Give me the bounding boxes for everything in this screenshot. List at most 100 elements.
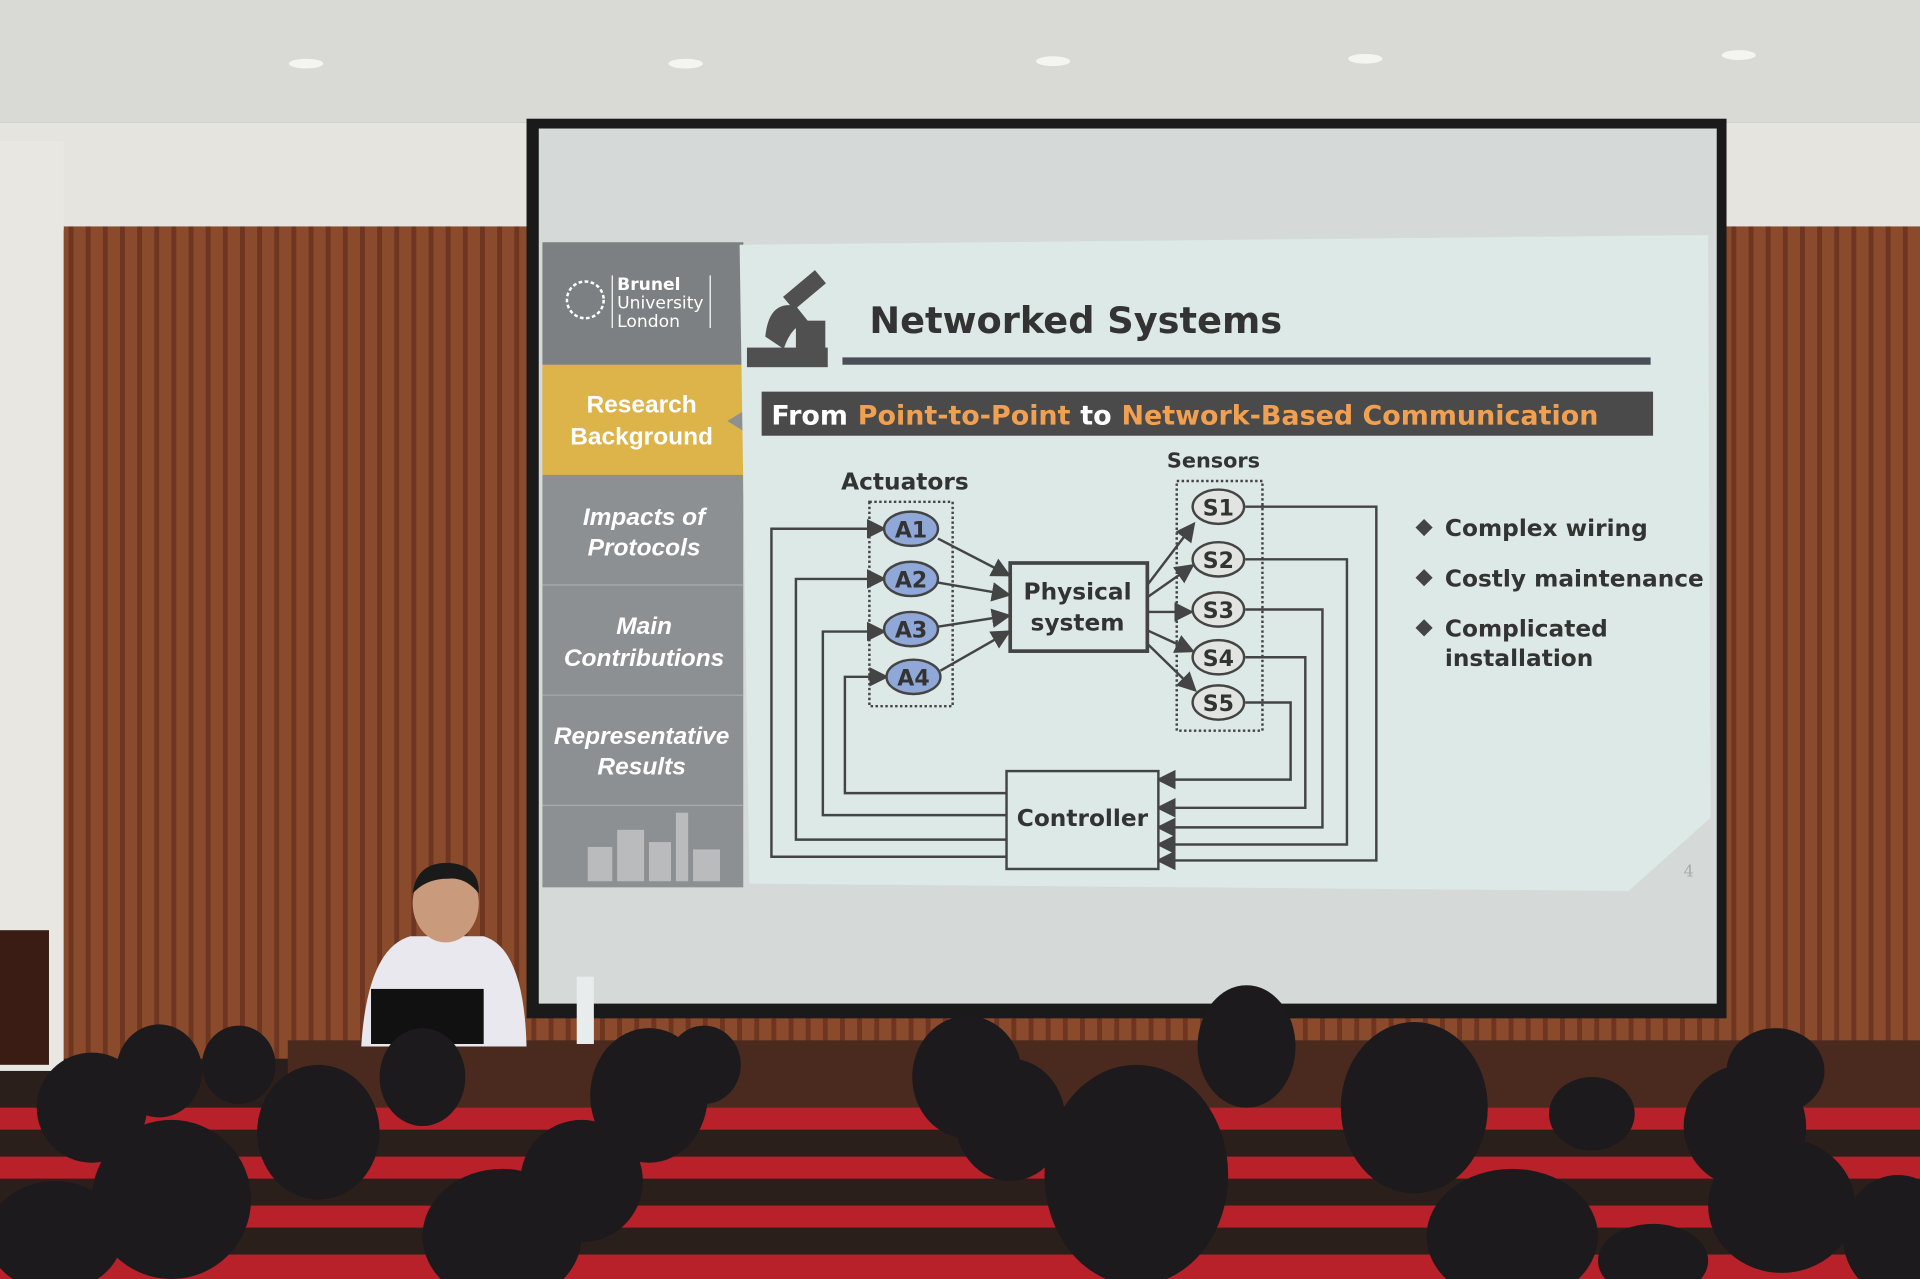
- scene-shape: [795, 320, 826, 358]
- actuator-nodes: A1 A2 A3 A4: [882, 510, 942, 696]
- bullet-text: Complicated: [1445, 615, 1608, 642]
- bullet-text: Costly maintenance: [1445, 565, 1704, 592]
- scene-shape: [1708, 1138, 1856, 1273]
- scene-shape: [587, 846, 613, 882]
- controller-box: [1005, 769, 1160, 871]
- scene-shape: [939, 630, 1012, 672]
- page-number: 4: [1684, 861, 1694, 880]
- scene-shape: [91, 1119, 252, 1279]
- sidebar-label: Representative: [554, 723, 729, 750]
- scene-shape: [1155, 608, 1324, 838]
- scene-shape: [1726, 1028, 1825, 1114]
- scene-shape: [412, 862, 479, 894]
- sensor-s5: S5: [1203, 692, 1234, 717]
- actuator-group-box: [868, 500, 954, 708]
- scene-shape: [1155, 505, 1378, 871]
- scene-shape: [1155, 558, 1349, 855]
- slide-title: Networked Systems: [869, 299, 1282, 342]
- sidebar-item-contributions[interactable]: [542, 587, 738, 692]
- scene-shape: [520, 1119, 643, 1243]
- scene-shape: [1721, 50, 1756, 60]
- scene-shape: [1340, 1021, 1488, 1194]
- sensor-s1: S1: [1203, 496, 1234, 521]
- sidebar-item-results[interactable]: [542, 698, 738, 803]
- active-pointer-icon: [727, 411, 744, 431]
- scene-shape: Brunel: [617, 275, 680, 295]
- scene-shape: [955, 1058, 1066, 1182]
- scene-shape: [821, 621, 1007, 817]
- scene-shape: University: [617, 293, 703, 313]
- bullet-list: Complex wiring Costly maintenance Compli…: [1415, 515, 1704, 672]
- actuator-a3: A3: [895, 619, 927, 644]
- scene-shape: [1348, 53, 1383, 64]
- sidebar-label: Main: [616, 613, 672, 640]
- actuator-a1: A1: [895, 518, 927, 543]
- scene-shape: [765, 305, 811, 349]
- scene-shape: [1426, 1168, 1598, 1279]
- scene-shape: [1191, 540, 1246, 578]
- scene-shape: [0, 1181, 123, 1279]
- scene-shape: Physical: [1024, 579, 1132, 606]
- sensor-s4: S4: [1203, 647, 1234, 672]
- scene-shape: [1155, 701, 1292, 790]
- scene-shape: Controller: [1017, 805, 1149, 832]
- scene-shape: [1146, 564, 1195, 599]
- sensor-s3: S3: [1203, 599, 1234, 624]
- scene-shape: [885, 658, 942, 696]
- scene-shape: [1146, 521, 1196, 586]
- microscope-icon: [746, 270, 828, 368]
- scene-shape: [379, 1028, 466, 1127]
- scene-shape: [668, 58, 703, 69]
- scene-shape: [0, 1205, 1920, 1228]
- sidebar-label: Results: [597, 754, 685, 781]
- scene-shape: [1191, 591, 1246, 628]
- sidebar-item-research-background[interactable]: [542, 364, 744, 475]
- sidebar-label: Impacts of: [583, 504, 708, 531]
- scene-shape: [1548, 1077, 1635, 1151]
- scene-shape: [937, 537, 1012, 577]
- sidebar-label: Contributions: [564, 645, 724, 672]
- scene-shape: [1044, 1064, 1229, 1279]
- scene-shape: [770, 518, 1007, 858]
- actuator-a2: A2: [895, 568, 927, 593]
- scene-shape: [1191, 488, 1246, 526]
- subtitle-banner: [761, 391, 1654, 436]
- scene-shape: [1146, 642, 1197, 693]
- sidebar-label: Protocols: [588, 535, 701, 562]
- scene-shape: [202, 1025, 276, 1104]
- networked-system-diagram: Actuators Sensors Physical system Contro…: [770, 449, 1378, 871]
- sensor-nodes: S1 S2 S3 S4 S5: [1191, 488, 1246, 721]
- scene-shape: [1197, 985, 1296, 1108]
- scene-shape: [843, 667, 1007, 795]
- scene-shape: [783, 270, 826, 311]
- ceiling-lights: [288, 50, 1756, 69]
- scene-shape: [1035, 56, 1071, 67]
- scene-shape: [667, 1025, 741, 1104]
- scene-shape: [1842, 1174, 1920, 1279]
- scene-shape: [794, 569, 1007, 841]
- scene-shape: London: [617, 312, 680, 332]
- scene-shape: [1146, 629, 1195, 653]
- physical-system-box: [1008, 561, 1150, 653]
- bullet-text: Complex wiring: [1445, 515, 1648, 542]
- sensors-label: Sensors: [1167, 449, 1260, 473]
- actuators-label: Actuators: [841, 469, 969, 496]
- brunel-logo: Brunel University London: [565, 275, 711, 332]
- podium-left: [0, 930, 49, 1065]
- actuator-a4: A4: [897, 666, 929, 691]
- scene-shape: [1597, 1223, 1709, 1279]
- sensor-s2: S2: [1203, 549, 1234, 574]
- scene-shape: [412, 864, 479, 943]
- sidebar-label: Background: [570, 423, 713, 450]
- scene-shape: [1191, 684, 1246, 721]
- ceiling: [0, 0, 1920, 123]
- scene-shape: [565, 280, 605, 320]
- scene-shape: [675, 812, 689, 882]
- scene-shape: [617, 829, 645, 882]
- title-underline: [842, 357, 1651, 365]
- scene-shape: [882, 560, 940, 598]
- scene-shape: [937, 608, 1012, 628]
- scene-shape: [882, 610, 940, 648]
- scene-shape: [288, 58, 324, 69]
